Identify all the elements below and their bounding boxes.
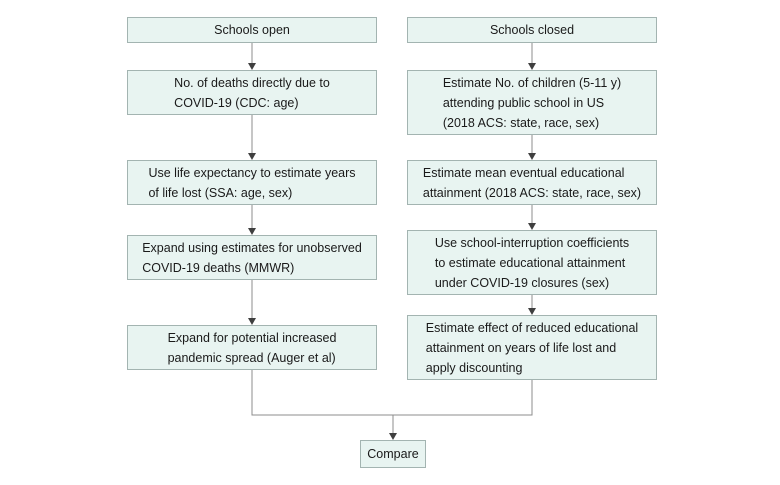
arrow-right-1-head [528,63,536,70]
merge-connector [251,370,533,416]
right-step-children-count: Estimate No. of children (5-11 y) attend… [407,70,657,135]
left-step-pandemic-spread: Expand for potential increased pandemic … [127,325,377,370]
compare-box-label: Compare [367,447,419,461]
arrow-right-4-head [528,308,536,315]
compare-box: Compare [360,440,426,468]
arrow-left-2-head [248,153,256,160]
left-column-header: Schools open [127,17,377,43]
left-column-header-label: Schools open [214,23,290,37]
left-step-deaths-covid-label: No. of deaths directly due to COVID-19 (… [174,75,330,110]
right-step-interruption-coefficients-label: Use school-interruption coefficients to … [434,235,630,290]
arrow-left-4-head [248,318,256,325]
right-column-header-label: Schools closed [489,23,575,37]
left-step-life-expectancy: Use life expectancy to estimate years of… [127,160,377,205]
arrow-compare-head [389,433,397,440]
arrow-left-3-head [248,228,256,235]
right-step-interruption-coefficients: Use school-interruption coefficients to … [407,230,657,295]
right-step-years-life-lost-label: Estimate effect of reduced educational a… [425,320,639,375]
left-step-deaths-covid: No. of deaths directly due to COVID-19 (… [127,70,377,115]
right-step-educational-attainment-label: Estimate mean eventual educational attai… [422,165,642,200]
right-step-children-count-label: Estimate No. of children (5-11 y) attend… [442,75,622,130]
arrow-right-3-head [528,223,536,230]
left-step-life-expectancy-label: Use life expectancy to estimate years of… [148,165,356,200]
left-step-pandemic-spread-label: Expand for potential increased pandemic … [167,330,337,365]
right-column-header: Schools closed [407,17,657,43]
right-step-years-life-lost: Estimate effect of reduced educational a… [407,315,657,380]
arrow-right-2-head [528,153,536,160]
right-step-educational-attainment: Estimate mean eventual educational attai… [407,160,657,205]
arrow-left-1-head [248,63,256,70]
left-step-unobserved-deaths-label: Expand using estimates for unobserved CO… [142,240,362,275]
left-step-unobserved-deaths: Expand using estimates for unobserved CO… [127,235,377,280]
